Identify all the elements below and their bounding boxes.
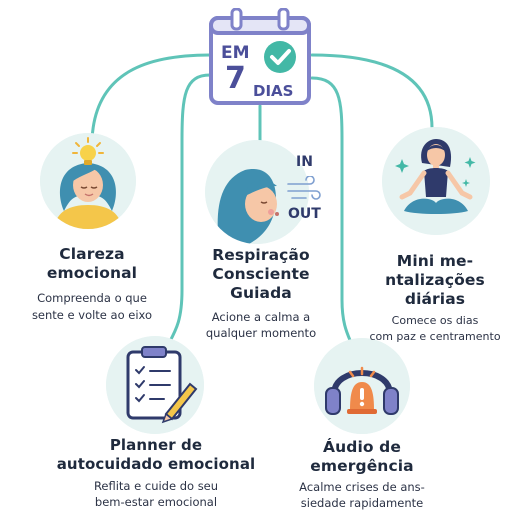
- clareza-description: Compreenda o que sente e volte ao eixo: [31, 291, 153, 322]
- connector-audio: [310, 76, 354, 347]
- sparkle-icon: [395, 157, 476, 187]
- planner-title: Planner de autocuidado emocional: [56, 436, 256, 473]
- calendar-em: EM: [221, 43, 250, 63]
- calendar-ring-left: [230, 7, 243, 31]
- check-icon: [270, 49, 291, 65]
- breath-out-label: OUT: [288, 206, 321, 222]
- pencil-icon: [161, 382, 198, 424]
- calendar-7-days: EM 7 DIAS: [208, 7, 312, 106]
- mini-mentalizacoes-illustration: [382, 127, 490, 235]
- connector-mini: [310, 53, 434, 130]
- calendar-number: 7: [225, 61, 246, 96]
- audio-illustration: [314, 338, 410, 434]
- clareza-title: Clareza emocional: [46, 245, 138, 282]
- breath-wind-icon: [287, 176, 321, 200]
- audio-description: Acalme crises de ans- siedade rapidament…: [299, 480, 425, 510]
- calendar-dias: DIAS: [253, 82, 293, 100]
- respiracao-illustration: [205, 140, 309, 244]
- lightbulb-icon: [72, 137, 104, 165]
- check-circle-icon: [264, 41, 296, 73]
- alarm-bell-icon: [347, 366, 377, 414]
- planner-illustration: [106, 336, 204, 434]
- clareza-illustration: [40, 133, 136, 229]
- breath-in-label: IN: [296, 154, 313, 170]
- mini-mentalizacoes-description: Comece os dias com paz e centramento: [369, 314, 501, 343]
- calendar-ring-right: [277, 7, 290, 31]
- connector-planner: [166, 73, 212, 347]
- respiracao-title: Respiração Consciente Guiada: [212, 246, 310, 302]
- planner-description: Reflita e cuide do seu bem-estar emocion…: [93, 479, 219, 509]
- mini-mentalizacoes-title: Mini me- ntalizações diárias: [385, 252, 485, 308]
- connector-clareza: [90, 53, 212, 142]
- audio-title: Áudio de emergência: [310, 438, 414, 475]
- respiracao-description: Acione a calma a qualquer momento: [205, 310, 317, 340]
